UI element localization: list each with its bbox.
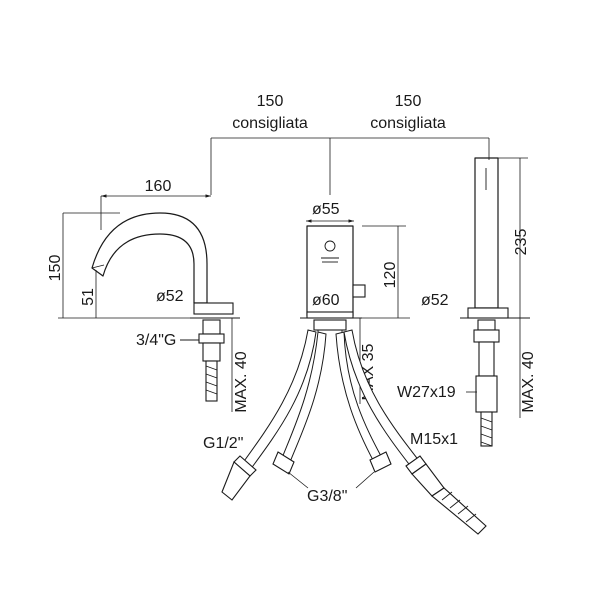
handshower-max-deck-label: MAX. 40 (520, 351, 537, 412)
mixer-top-diameter-label: ø55 (312, 201, 340, 218)
spout-base (193, 302, 234, 315)
connector-left-inner (272, 451, 295, 475)
connector-left-outer (221, 455, 257, 501)
spout-shank (202, 319, 221, 335)
mixer-lever (352, 284, 366, 298)
spout-thread-label: 3/4"G (136, 332, 176, 349)
spout-hose (205, 360, 218, 402)
spout-fixing (202, 342, 221, 362)
hose-connector-leader-right (355, 471, 375, 489)
mixer-nut (313, 319, 347, 331)
handshower-hose-nut (475, 375, 498, 413)
mixer-indicator (324, 240, 336, 252)
spout-base-diameter-label: ø52 (156, 288, 184, 305)
handshower-guide (478, 341, 495, 377)
spout: 160 150 51 ø52 3/4"G MAX. 40 (47, 178, 250, 413)
spout-hose-braid (205, 365, 218, 395)
handshower: 235 ø52 W27x19 MAX. 40 M15x1 (397, 157, 537, 448)
mixer-body-diameter-label: ø60 (312, 292, 340, 309)
connector-right-inner (369, 451, 392, 473)
hose-connector-leader-left (287, 471, 309, 489)
handshower-body (474, 157, 499, 309)
handshower-base (467, 307, 509, 319)
spout-outlet (91, 264, 105, 269)
left-spacing-value: 150 (257, 93, 284, 110)
spout-reach-label: 160 (145, 178, 172, 195)
handshower-height-label: 235 (513, 229, 530, 256)
handshower-shank (477, 319, 496, 331)
handshower-hose (480, 411, 493, 447)
handshower-base-diameter-label: ø52 (421, 292, 449, 309)
hose-inlet-thread-label: G1/2" (203, 435, 243, 452)
mixer-height-label: 120 (382, 262, 399, 289)
spout-outlet-label: 51 (80, 288, 97, 306)
handshower-thread-label: M15x1 (410, 431, 458, 448)
handshower-nut-label: W27x19 (397, 384, 456, 401)
spout-nut (198, 333, 225, 344)
mixer: ø55 ø60 120 MAX 35 (203, 201, 487, 535)
handshower-hose-braid (480, 417, 493, 447)
spacing-dimensions: 150 consigliata 150 consigliata (210, 93, 490, 195)
connector-right-outer (405, 455, 487, 535)
spout-arc (91, 212, 208, 304)
mixer-base (306, 311, 354, 319)
spout-height-label: 150 (47, 255, 64, 282)
left-spacing-note: consigliata (232, 115, 308, 132)
handshower-nut (473, 329, 500, 343)
spout-max-deck-label: MAX. 40 (233, 351, 250, 412)
right-spacing-note: consigliata (370, 115, 446, 132)
hose-connector-thread-label: G3/8" (307, 488, 347, 505)
right-spacing-value: 150 (395, 93, 422, 110)
